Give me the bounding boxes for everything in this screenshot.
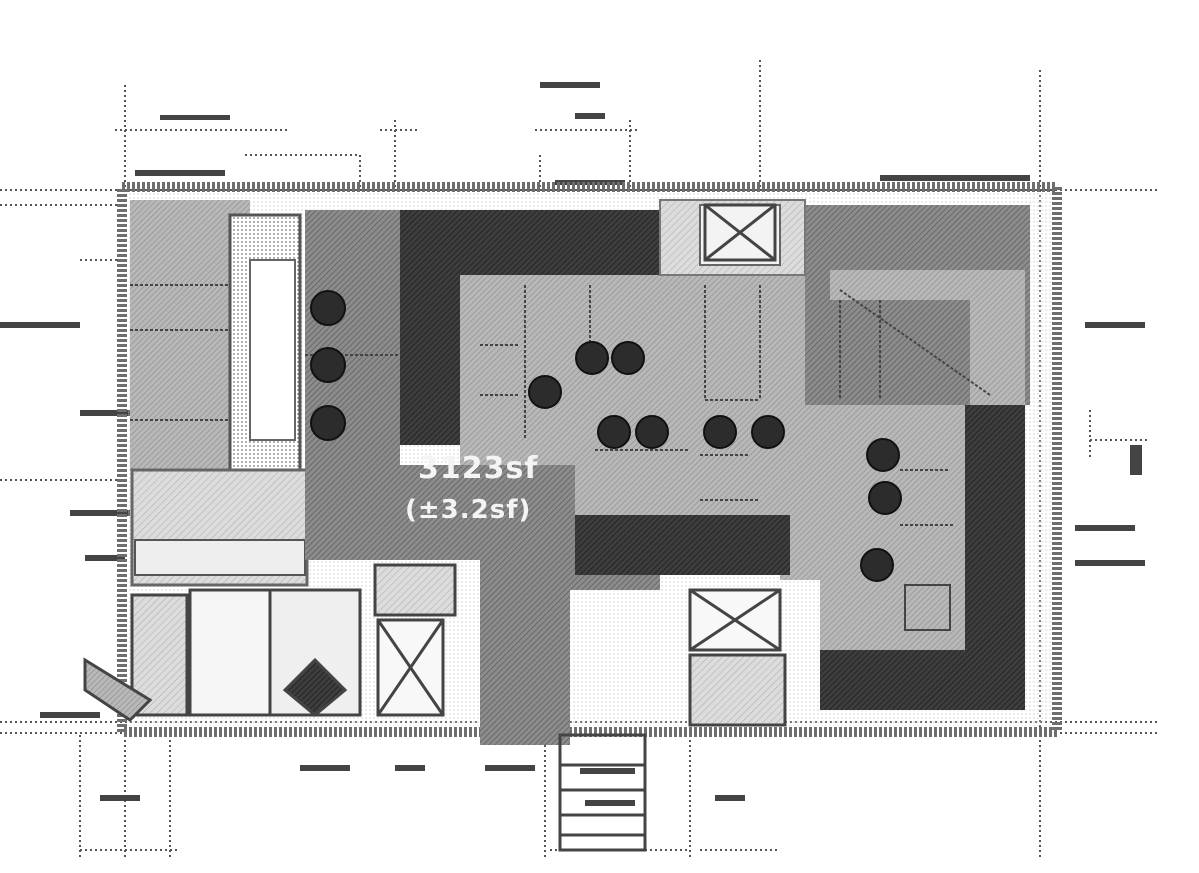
table-icon [751, 415, 785, 449]
table-icon [597, 415, 631, 449]
table-icon [310, 405, 346, 441]
table-icon [868, 481, 902, 515]
table-icon [310, 347, 346, 383]
area-label-sqft: 3123sf [418, 451, 538, 486]
table-icon [866, 438, 900, 472]
booth-seating [400, 210, 1025, 710]
dining-tables [310, 290, 902, 582]
left-service-zone [130, 200, 309, 587]
table-icon [611, 341, 645, 375]
x-box-icon [688, 588, 782, 652]
table-icon [635, 415, 669, 449]
x-box-icon [376, 618, 445, 717]
table-icon [528, 375, 562, 409]
table-icon [310, 290, 346, 326]
table-icon [575, 341, 609, 375]
table-icon [703, 415, 737, 449]
service-rooms [130, 203, 787, 727]
alcoves [659, 199, 951, 631]
x-box-icon [703, 203, 777, 262]
stair-icon [83, 657, 647, 852]
table-icon [860, 548, 894, 582]
area-label-range: (±3.2sf) [405, 495, 531, 525]
